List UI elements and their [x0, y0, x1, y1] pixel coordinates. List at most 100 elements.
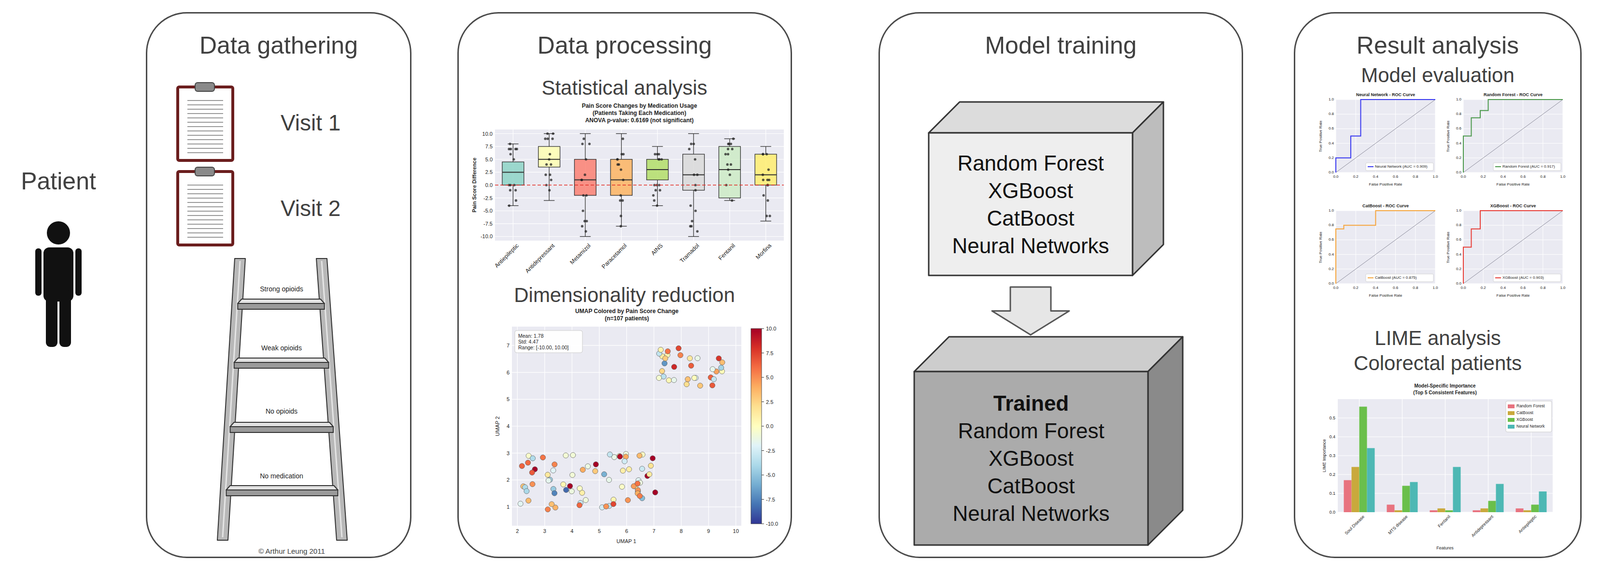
tick-label: 0.8 [1412, 285, 1418, 290]
data-dot [767, 168, 770, 171]
cube-face: Random ForestXGBoostCatBoostNeural Netwo… [928, 132, 1133, 276]
box [538, 146, 561, 168]
cube-text: Neural Networks [952, 499, 1110, 527]
data-dot [509, 188, 512, 192]
panel-title: Data gathering [147, 31, 411, 60]
data-point [525, 459, 531, 466]
importance-bar [1488, 500, 1497, 512]
legend-box [1493, 162, 1561, 171]
data-point [662, 355, 668, 361]
legend-swatch [1507, 417, 1515, 422]
tick-label: 8 [679, 527, 683, 535]
data-point [530, 455, 536, 461]
data-point [656, 375, 662, 381]
data-point [688, 362, 694, 369]
data-point [540, 454, 546, 460]
data-dot [766, 178, 769, 182]
clipboard-clip [195, 167, 215, 176]
chance-line [1335, 99, 1436, 173]
grid-line [1562, 99, 1564, 173]
person-head [46, 221, 71, 245]
tick-label: 6 [624, 527, 628, 535]
tick-label: 2.5 [765, 398, 774, 405]
box [574, 159, 596, 196]
data-point [658, 346, 664, 353]
chart-title: Neural Network - ROC Curve [1356, 92, 1416, 98]
cube-text: XGBoost [988, 176, 1074, 205]
data-point [545, 477, 552, 483]
tick-label: 10.0 [765, 325, 777, 332]
ladder-rung-top [237, 298, 325, 304]
category-label: Antiepileptic [1517, 513, 1538, 535]
whisker [729, 138, 730, 147]
data-dot [552, 132, 555, 135]
grid-line [1335, 128, 1436, 129]
tick-label: 0.6 [1328, 126, 1334, 131]
category-label: Fentanil [717, 242, 737, 262]
data-dot [695, 173, 699, 176]
person-arm [35, 248, 42, 296]
data-point [606, 477, 612, 483]
data-dot [654, 188, 657, 192]
grid-line [1463, 283, 1563, 284]
box [502, 161, 524, 185]
data-dot [582, 137, 585, 141]
clipboard-line [187, 147, 224, 149]
ladder-step-label: No medication [259, 471, 304, 480]
grid-line [1502, 210, 1504, 284]
tick-label: 0.0 [485, 182, 493, 189]
tick-label: 0.4 [1329, 434, 1336, 439]
tick-label: 0.2 [1353, 174, 1359, 179]
data-dot [690, 219, 694, 223]
tick-label: 2.5 [485, 169, 493, 176]
chart-title: (Patients Taking Each Medication) [592, 110, 687, 117]
data-dot [619, 194, 623, 197]
grid-line [1415, 210, 1416, 284]
clipboard-line [187, 130, 224, 132]
grid-line [1335, 239, 1436, 241]
data-point [709, 382, 716, 388]
legend-box [1505, 400, 1552, 432]
data-dot [588, 142, 591, 145]
tick-label: 0.0 [1456, 281, 1462, 286]
tick-label: 1.0 [1432, 285, 1438, 290]
axis-label: False Positive Rate [1496, 182, 1530, 187]
data-dot [621, 198, 624, 202]
tick-label: 0.8 [1456, 112, 1462, 117]
ladder-step-label: Strong opioids [259, 284, 304, 293]
data-dot [693, 157, 697, 161]
whisker-cap [760, 145, 771, 147]
cube-text: Random Forest [957, 416, 1105, 445]
tick-label: -2.5 [483, 194, 493, 201]
data-dot [693, 188, 697, 192]
grid-line [495, 236, 784, 237]
whisker [693, 190, 694, 237]
grid-line [1463, 142, 1563, 144]
cube-text: Neural Networks [951, 231, 1109, 260]
tick-label: 5 [597, 527, 601, 535]
data-point [519, 463, 525, 469]
plot-area [1335, 210, 1436, 284]
whisker-cap [760, 220, 771, 222]
tick-label: 10.0 [482, 130, 493, 137]
tick-label: 0.8 [1328, 112, 1334, 117]
ladder-rung [234, 362, 329, 369]
whisker-cap [688, 236, 699, 237]
grid-line [1487, 398, 1489, 512]
data-dot [548, 173, 552, 176]
tick-label: 0.2 [1456, 155, 1462, 160]
tick-label: 1.0 [1456, 97, 1462, 102]
tick-label: 0.0 [1460, 285, 1466, 290]
section-heading: LIME analysis [1374, 326, 1501, 350]
legend-line [1367, 166, 1374, 168]
clipboard-line [187, 134, 224, 136]
cube-text: Trained [993, 389, 1070, 417]
data-point [652, 489, 658, 496]
data-point [585, 463, 591, 469]
data-point [523, 488, 530, 494]
data-point [560, 481, 567, 487]
person-leg [45, 289, 58, 347]
